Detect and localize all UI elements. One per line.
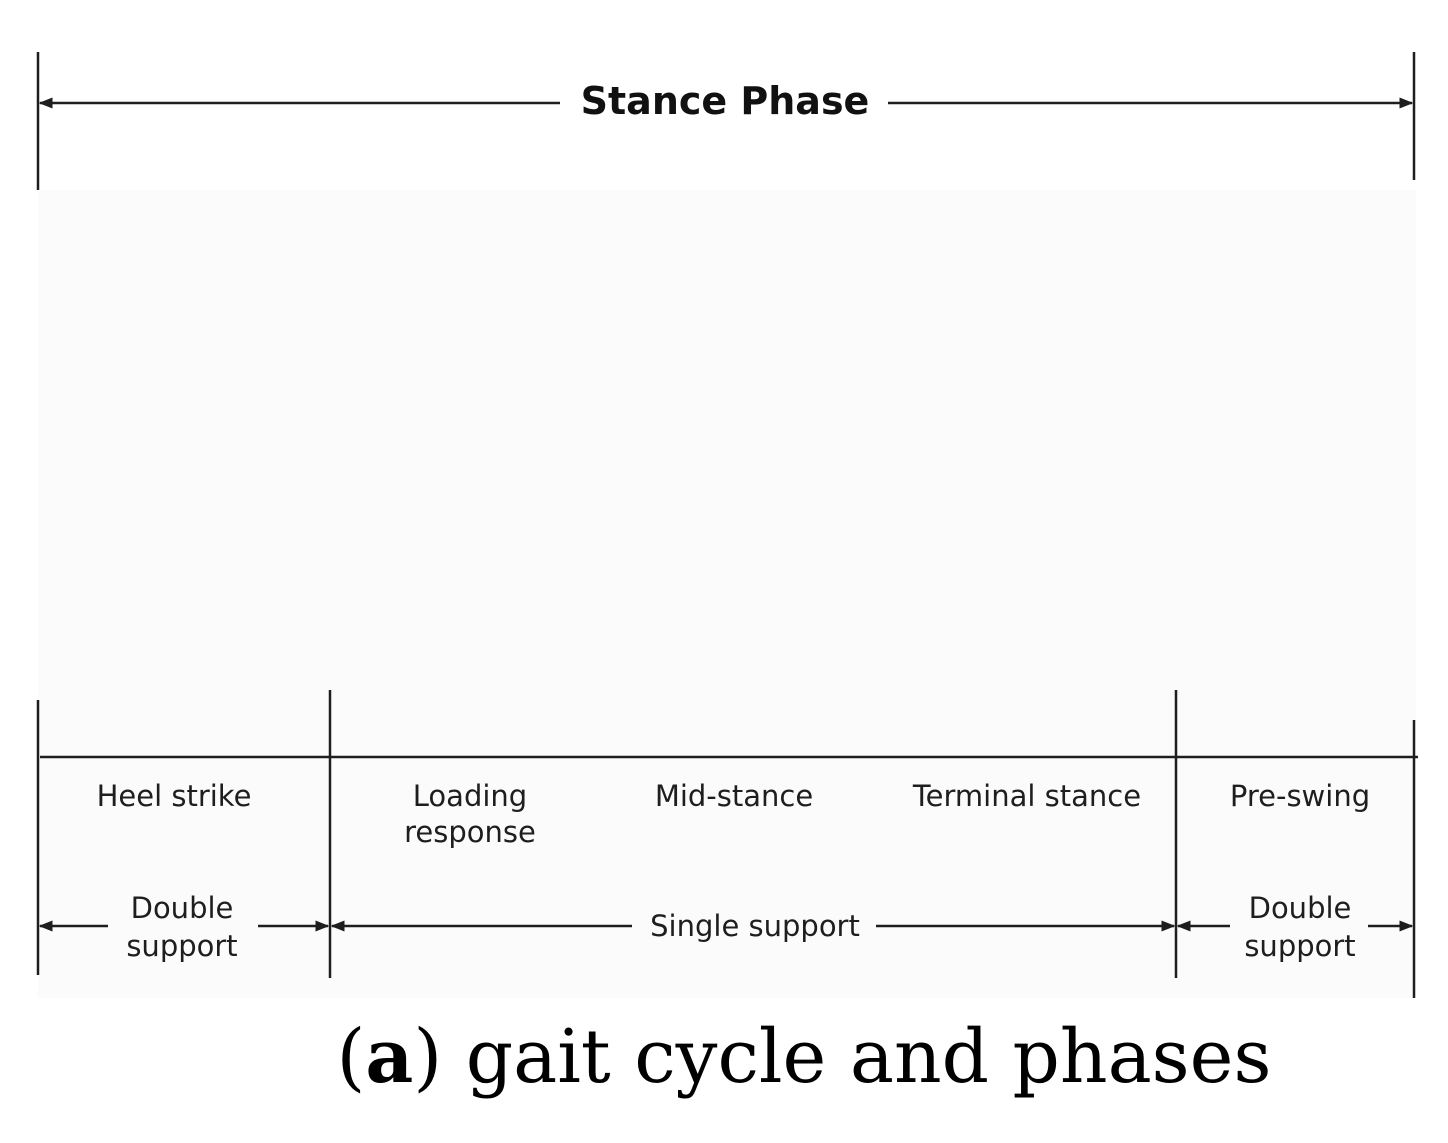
phase-label-loading-line1: Loading <box>413 779 527 813</box>
support-label-double-2-line2: support <box>1244 929 1355 963</box>
phase-label-pre-swing: Pre-swing <box>1230 779 1370 813</box>
phase-label-terminal-stance: Terminal stance <box>912 779 1141 813</box>
caption-letter: a <box>365 1014 414 1100</box>
phase-label-heel-strike: Heel strike <box>97 779 252 813</box>
figure-background <box>38 190 1416 998</box>
caption-open-paren: ( <box>336 1014 366 1100</box>
phase-label-loading-line2: response <box>404 815 536 849</box>
ground-and-dividers <box>36 690 1418 998</box>
caption-close-paren: ) <box>413 1014 443 1100</box>
support-label-double-2-line1: Double <box>1249 891 1352 925</box>
figure-caption: (a) gait cycle and phases <box>0 1020 1448 1094</box>
support-label-double-1-line2: support <box>126 929 237 963</box>
stance-phase-title: Stance Phase <box>581 79 870 123</box>
phase-label-mid-stance: Mid-stance <box>655 779 813 813</box>
support-label-single: Single support <box>650 909 860 943</box>
support-label-double-1-line1: Double <box>131 891 234 925</box>
caption-text: gait cycle and phases <box>442 1014 1272 1100</box>
stance-phase-header <box>36 52 1416 190</box>
